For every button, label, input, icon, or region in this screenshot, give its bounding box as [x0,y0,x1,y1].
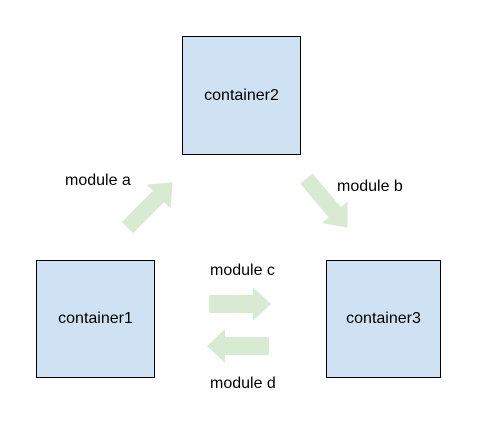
container1-label: container1 [58,310,133,327]
container1-box: container1 [36,260,155,378]
module-a-label: module a [65,172,131,189]
module-b-label: module b [337,178,403,195]
arrow-module-b [300,173,348,228]
container3-label: container3 [346,310,421,327]
arrow-module-d [207,329,269,363]
container3-box: container3 [326,260,441,378]
container2-box: container2 [182,36,301,155]
module-c-label: module c [210,262,275,279]
container2-label: container2 [204,86,279,104]
arrow-module-c [209,287,271,321]
module-d-label: module d [210,375,276,392]
arrow-module-a [121,182,173,234]
